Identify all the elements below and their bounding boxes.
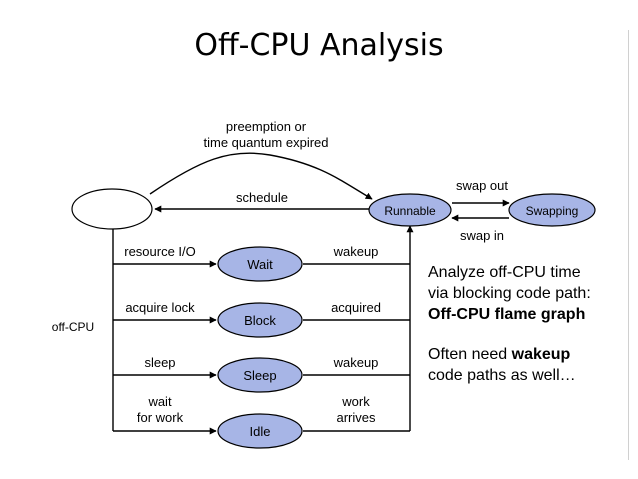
swap-in-label: swap in: [460, 228, 504, 243]
wait-state: [217, 246, 303, 282]
block-state: [217, 302, 303, 338]
work-label-1: work: [341, 394, 370, 409]
note-line-1: Analyze off-CPU time: [428, 264, 581, 281]
flame-graph-emphasis: Off-CPU flame graph: [428, 306, 586, 323]
wait-label: Wait: [247, 257, 273, 272]
work-label-2: arrives: [336, 410, 376, 425]
off-cpu-label: off-CPU: [52, 320, 94, 334]
block-label: Block: [244, 313, 276, 328]
swapping-state: [508, 193, 596, 227]
note-line-2: via blocking code path:: [428, 285, 591, 302]
analysis-note: Analyze off-CPU time via blocking code p…: [428, 262, 591, 325]
note-line-4: Often need wakeup: [428, 344, 576, 365]
runnable-state: [368, 193, 452, 227]
wakeup-label-2: wakeup: [333, 355, 379, 370]
slide-edge-divider: [628, 30, 629, 460]
sleep-label: Sleep: [243, 368, 276, 383]
idle-label: Idle: [250, 424, 271, 439]
preemption-label-2: time quantum expired: [203, 135, 328, 150]
idle-state: [217, 413, 303, 449]
note-line-5: code paths as well…: [428, 367, 576, 384]
acquired-label: acquired: [331, 300, 381, 315]
swap-out-label: swap out: [456, 178, 508, 193]
preemption-label-1: preemption or: [226, 119, 307, 134]
runnable-label: Runnable: [384, 204, 436, 218]
schedule-label: schedule: [236, 190, 288, 205]
wait-label-1: wait: [147, 394, 172, 409]
sleep-edge-label: sleep: [144, 355, 175, 370]
note-line-4-prefix: Often need: [428, 346, 512, 363]
preemption-arrow: [149, 152, 373, 200]
sleep-state: [217, 357, 303, 393]
slide-title: Off-CPU Analysis: [194, 28, 444, 63]
note-line-3: Off-CPU flame graph: [428, 304, 591, 325]
resource-io-label: resource I/O: [124, 244, 196, 259]
acquire-lock-label: acquire lock: [125, 300, 195, 315]
wakeup-note: Often need wakeup code paths as well…: [428, 344, 576, 386]
swapping-label: Swapping: [526, 204, 579, 218]
on-cpu-state: [71, 188, 153, 230]
wait-label-2: for work: [137, 410, 184, 425]
wakeup-label-1: wakeup: [333, 244, 379, 259]
wakeup-emphasis: wakeup: [511, 346, 571, 363]
